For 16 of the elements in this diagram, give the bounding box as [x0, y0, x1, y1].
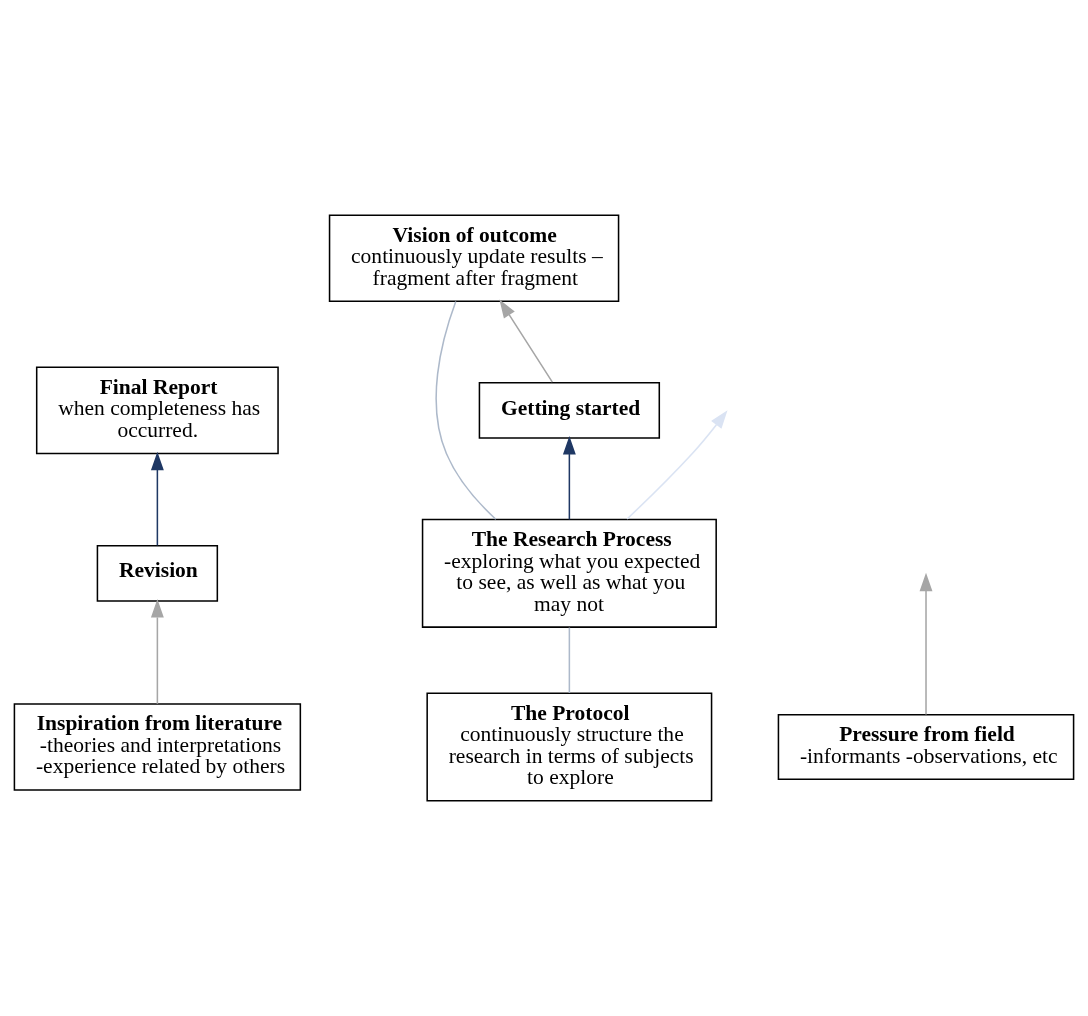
node-box: The Protocol continuously structure the research in terms of subjects to explore: [426, 692, 713, 802]
arrow: [499, 299, 554, 383]
node-box: The Research Process -exploring what you expected to see, as well as what you may not: [421, 518, 717, 628]
arrow: [150, 598, 164, 705]
arrow: [919, 572, 933, 716]
node-box: Vision of outcome continuously update results – fragment after fragment: [328, 214, 620, 302]
node-box: Getting started: [478, 381, 661, 439]
node-box: Revision: [96, 544, 219, 602]
arrow: [626, 410, 728, 520]
node-box: Inspiration from literature -theories and interpretations -experience related by others: [13, 703, 302, 791]
arrow: [150, 451, 164, 547]
arrow: [562, 436, 576, 521]
node-box: Pressure from field -informants -observations, etc: [777, 714, 1075, 781]
node-box: Final Report when completeness has occurred.: [35, 366, 279, 455]
connector: [568, 626, 571, 694]
connector: [435, 300, 497, 520]
